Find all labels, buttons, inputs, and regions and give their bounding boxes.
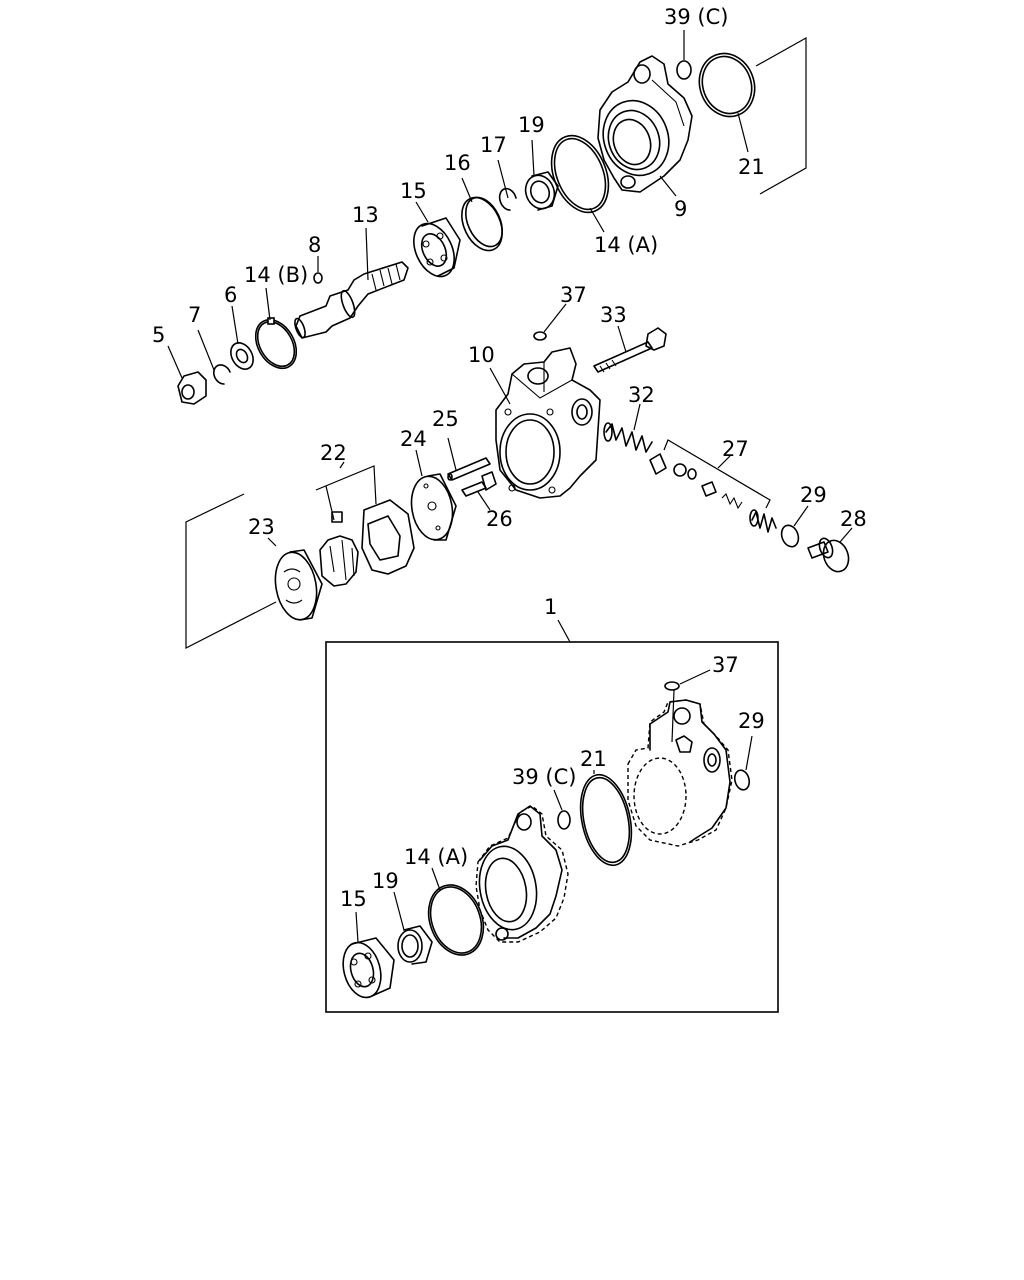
box-part-19-seal [393, 891, 433, 965]
part-6-washer [230, 305, 254, 370]
callout-28: 28 [840, 507, 867, 531]
callout-24: 24 [400, 427, 427, 451]
callout-9: 9 [674, 197, 687, 221]
part-29-oring [780, 505, 809, 548]
callout-15-box: 15 [340, 887, 367, 911]
callout-17: 17 [480, 133, 507, 157]
callout-37-box: 37 [712, 653, 739, 677]
part-16-washer [461, 177, 503, 252]
box-part-39c-oring [553, 789, 571, 830]
callout-5: 5 [152, 323, 165, 347]
box-part-15-bearing [342, 911, 395, 999]
bracket-left [185, 493, 277, 649]
part-39c-oring [676, 30, 692, 80]
callout-32: 32 [628, 383, 655, 407]
part-37-oring [533, 303, 567, 341]
box-part-37-oring [664, 669, 711, 691]
part-26-bolt [461, 471, 497, 511]
callout-14b: 14 (B) [244, 263, 308, 287]
part-24-plate [410, 449, 457, 541]
callout-1: 1 [544, 595, 557, 619]
part-17-snap-ring [497, 159, 517, 211]
callout-14a-box: 14 (A) [404, 845, 468, 869]
part-14b-ring [254, 287, 298, 370]
box-part-14a-ring [427, 867, 485, 956]
callout-39c-box: 39 (C) [512, 765, 576, 789]
callout-26: 26 [486, 507, 513, 531]
part-8-key [313, 256, 323, 284]
box-part-29-oring [733, 735, 753, 791]
part-23-plate [267, 537, 323, 621]
part-5-nut [167, 345, 207, 405]
part-33-bolt [593, 325, 667, 373]
box-part-body [627, 689, 733, 847]
callout-16: 16 [444, 151, 471, 175]
box-part-21-ring [579, 770, 633, 867]
part-13-shaft [294, 227, 409, 339]
callout-29-box: 29 [738, 709, 765, 733]
callout-23: 23 [248, 515, 275, 539]
callout-7: 7 [188, 303, 201, 327]
part-15-bearing [413, 201, 461, 278]
callout-33: 33 [600, 303, 627, 327]
assembly-box [325, 641, 779, 1013]
part-32-spring [603, 403, 653, 453]
callout-22: 22 [320, 441, 347, 465]
part-27-spring-cap [749, 509, 777, 533]
callout-6: 6 [224, 283, 237, 307]
callout-13: 13 [352, 203, 379, 227]
part-22-cam-rotor [315, 461, 415, 587]
callout-29-top: 29 [800, 483, 827, 507]
part-25-pin [447, 437, 491, 481]
callout-15-top: 15 [400, 179, 427, 203]
callout-27: 27 [722, 437, 749, 461]
callout-37-top: 37 [560, 283, 587, 307]
part-19-seal [524, 139, 559, 211]
callout-8: 8 [308, 233, 321, 257]
part-9-front-housing [597, 55, 693, 197]
box-part-front-housing [475, 805, 569, 943]
bracket-top-right [755, 36, 807, 195]
part-21-ring [698, 52, 756, 153]
leader-1 [557, 619, 571, 643]
callout-21-top: 21 [738, 155, 765, 179]
part-10-pump-body [489, 347, 601, 499]
callout-14a-top: 14 (A) [594, 233, 658, 257]
part-28-plug [807, 527, 853, 573]
part-7-lockwasher [197, 329, 231, 385]
callout-10: 10 [468, 343, 495, 367]
callout-19-box: 19 [372, 869, 399, 893]
part-27-valve-group [649, 439, 771, 510]
callout-19-top: 19 [518, 113, 545, 137]
callout-39c-top: 39 (C) [664, 5, 728, 29]
callout-labels: 39 (C) 21 19 17 16 15 9 14 (A) 13 8 14 (… [152, 5, 867, 911]
callout-25: 25 [432, 407, 459, 431]
callout-21-box: 21 [580, 747, 607, 771]
